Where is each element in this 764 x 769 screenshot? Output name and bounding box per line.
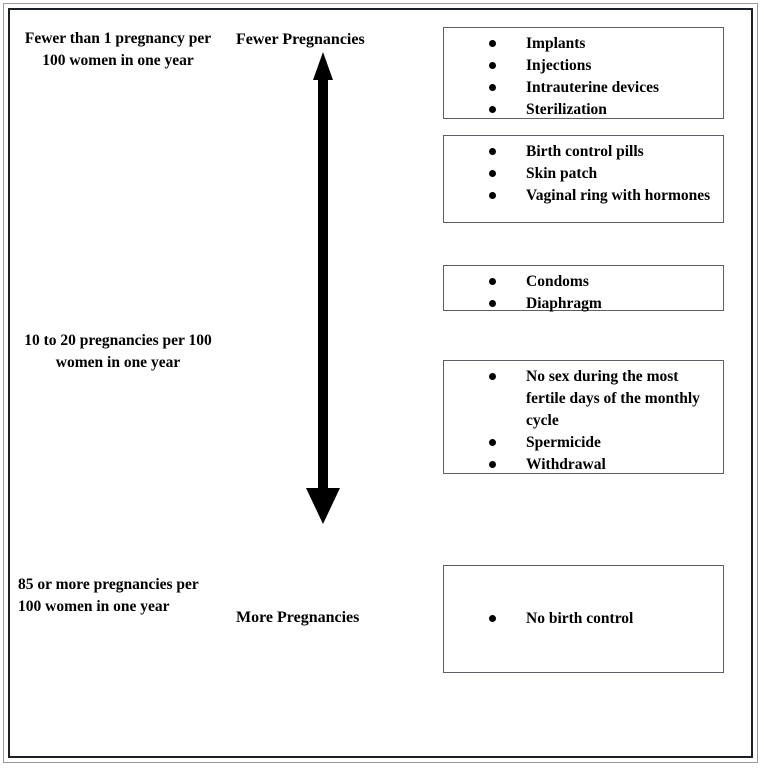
method-label: No birth control	[526, 610, 634, 627]
bullet-dot-icon	[489, 373, 496, 380]
method-list: No sex during the most fertile days of t…	[444, 361, 723, 476]
list-item: Vaginal ring with hormones	[444, 185, 723, 207]
list-item: Intrauterine devices	[444, 77, 723, 99]
method-list: Implants Injections Intrauterine devices…	[444, 28, 723, 121]
method-label: Condoms	[526, 273, 589, 290]
method-box-behavioral: No sex during the most fertile days of t…	[443, 360, 724, 474]
bullet-dot-icon	[489, 148, 496, 155]
rate-label-fewer-than-1: Fewer than 1 pregnancy per 100 women in …	[24, 30, 212, 69]
double-headed-vertical-arrow-icon	[306, 52, 340, 524]
method-label: Birth control pills	[526, 143, 644, 160]
list-item: Sterilization	[444, 99, 723, 121]
method-label: No sex during the most fertile days of t…	[526, 368, 700, 429]
bullet-dot-icon	[489, 192, 496, 199]
list-item: Withdrawal	[444, 454, 723, 476]
bullet-dot-icon	[489, 84, 496, 91]
method-label: Injections	[526, 57, 592, 74]
method-label: Implants	[526, 35, 586, 52]
rate-label-10-to-20: 10 to 20 pregnancies per 100 women in on…	[24, 332, 212, 371]
bullet-dot-icon	[489, 461, 496, 468]
method-label: Skin patch	[526, 165, 598, 182]
list-item: Diaphragm	[444, 293, 723, 315]
list-item: No sex during the most fertile days of t…	[444, 366, 723, 432]
list-item: Condoms	[444, 271, 723, 293]
bullet-dot-icon	[489, 170, 496, 177]
list-item: Spermicide	[444, 432, 723, 454]
method-list: No birth control	[444, 608, 723, 630]
bullet-dot-icon	[489, 278, 496, 285]
bullet-dot-icon	[489, 106, 496, 113]
list-item: Injections	[444, 55, 723, 77]
direction-label-fewer-pregnancies: Fewer Pregnancies	[236, 31, 365, 48]
bullet-dot-icon	[489, 439, 496, 446]
method-label: Vaginal ring with hormones	[526, 187, 711, 204]
list-item: Skin patch	[444, 163, 723, 185]
method-list: Condoms Diaphragm	[444, 266, 723, 315]
direction-label-more-pregnancies: More Pregnancies	[236, 609, 360, 626]
method-box-none: No birth control	[443, 565, 724, 673]
bullet-dot-icon	[489, 62, 496, 69]
method-label: Spermicide	[526, 434, 601, 451]
bullet-dot-icon	[489, 40, 496, 47]
method-label: Withdrawal	[526, 456, 606, 473]
bullet-dot-icon	[489, 300, 496, 307]
list-item: Implants	[444, 33, 723, 55]
list-item: No birth control	[444, 608, 723, 630]
method-label: Intrauterine devices	[526, 79, 660, 96]
method-label: Sterilization	[526, 101, 607, 118]
method-box-most-effective: Implants Injections Intrauterine devices…	[443, 27, 724, 119]
method-box-barrier: Condoms Diaphragm	[443, 265, 724, 312]
list-item: Birth control pills	[444, 141, 723, 163]
rate-label-85-or-more: 85 or more pregnancies per 100 women in …	[18, 576, 199, 615]
method-box-hormonal: Birth control pills Skin patch Vaginal r…	[443, 135, 724, 223]
method-list: Birth control pills Skin patch Vaginal r…	[444, 136, 723, 207]
bullet-dot-icon	[489, 615, 496, 622]
method-label: Diaphragm	[526, 295, 602, 312]
